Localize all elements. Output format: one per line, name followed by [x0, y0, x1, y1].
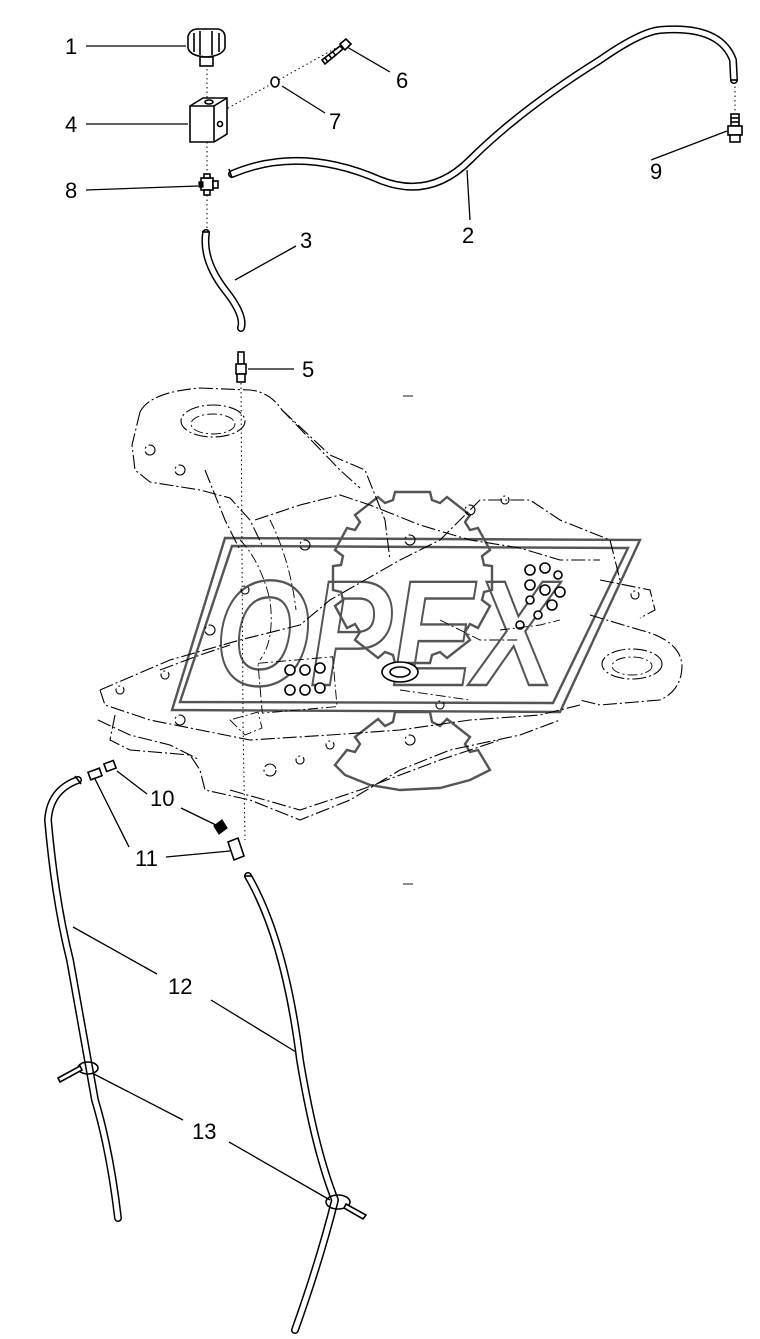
watermark: OPEX	[170, 490, 642, 792]
callout-9: 9	[650, 159, 662, 184]
callout-7: 7	[329, 109, 341, 134]
part-6-bolt	[320, 37, 353, 66]
callout-3: 3	[300, 228, 312, 253]
leader-lines	[72, 45, 728, 1201]
callout-11: 11	[135, 846, 158, 871]
watermark-text: OPEX	[215, 549, 561, 717]
part-12-hose-right	[244, 872, 339, 1334]
part-3-hose	[201, 229, 246, 332]
part-13-tie-left	[56, 1061, 99, 1084]
callout-13: 13	[192, 1119, 216, 1144]
callout-8: 8	[65, 178, 77, 203]
part-12-hose-left	[44, 775, 122, 1222]
part-8-fitting	[198, 173, 219, 196]
callout-4: 4	[65, 112, 77, 137]
callout-2: 2	[462, 223, 474, 248]
assembly-lines	[206, 47, 736, 841]
part-10-fitting	[102, 759, 228, 835]
part-13-tie-right	[325, 1194, 368, 1221]
callout-1: 1	[65, 34, 77, 59]
part-7-washer	[270, 76, 280, 88]
callout-10: 10	[150, 786, 174, 811]
callout-labels: 1 2 3 4 5 6 7 8 9 10 11 12 13	[65, 34, 662, 1144]
part-1-cap	[187, 28, 226, 67]
callout-5: 5	[302, 357, 314, 382]
frame-outline	[97, 387, 683, 885]
part-4-block	[189, 97, 228, 143]
part-5-fitting	[235, 351, 247, 383]
callout-12: 12	[168, 974, 192, 999]
callout-6: 6	[396, 68, 408, 93]
part-2-hose	[228, 25, 738, 191]
part-9-fitting	[727, 113, 743, 143]
part-11-fitting	[86, 767, 245, 862]
